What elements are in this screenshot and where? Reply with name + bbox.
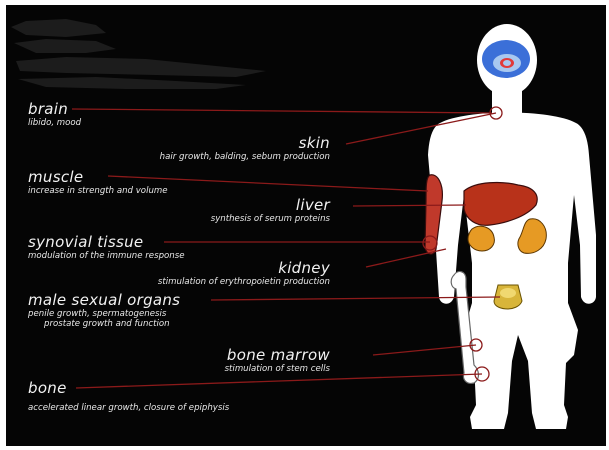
label-male-organs-title: male sexual organs [28,291,180,309]
label-kidney-desc: stimulation of erythropoietin production [158,277,330,287]
label-brain-title: brain [28,100,81,118]
label-synovial-title: synovial tissue [28,233,185,251]
label-muscle: muscle increase in strength and volume [28,168,168,196]
label-liver-title: liver [211,196,330,214]
label-bone-marrow-desc: stimulation of stem cells [225,364,330,374]
label-muscle-title: muscle [28,168,168,186]
label-male-organs-desc-1: penile growth, spermatogenesis [28,309,180,319]
label-kidney-title: kidney [158,259,330,277]
brain-organ [482,40,530,78]
label-male-organs: male sexual organs penile growth, sperma… [28,291,180,329]
label-male-organs-desc-2: prostate growth and function [28,319,180,329]
label-skin: skin hair growth, balding, sebum product… [160,134,330,162]
smeared-title-artifact [11,19,266,89]
label-brain-desc: libido, mood [28,118,81,128]
label-bone-desc: accelerated linear growth, closure of ep… [28,403,229,413]
kidney-left-organ [468,226,494,251]
label-bone: bone accelerated linear growth, closure … [28,379,229,413]
label-brain: brain libido, mood [28,100,81,128]
label-bone-marrow: bone marrow stimulation of stem cells [225,346,330,374]
label-skin-desc: hair growth, balding, sebum production [160,152,330,162]
label-kidney: kidney stimulation of erythropoietin pro… [158,259,330,287]
label-liver: liver synthesis of serum proteins [211,196,330,224]
label-bone-marrow-title: bone marrow [225,346,330,364]
label-bone-title: bone [28,379,229,397]
body-silhouette [428,24,596,429]
label-synovial: synovial tissue modulation of the immune… [28,233,185,261]
label-liver-desc: synthesis of serum proteins [211,214,330,224]
label-skin-title: skin [160,134,330,152]
label-muscle-desc: increase in strength and volume [28,186,168,196]
diagram-canvas: brain libido, mood skin hair growth, bal… [6,5,606,446]
